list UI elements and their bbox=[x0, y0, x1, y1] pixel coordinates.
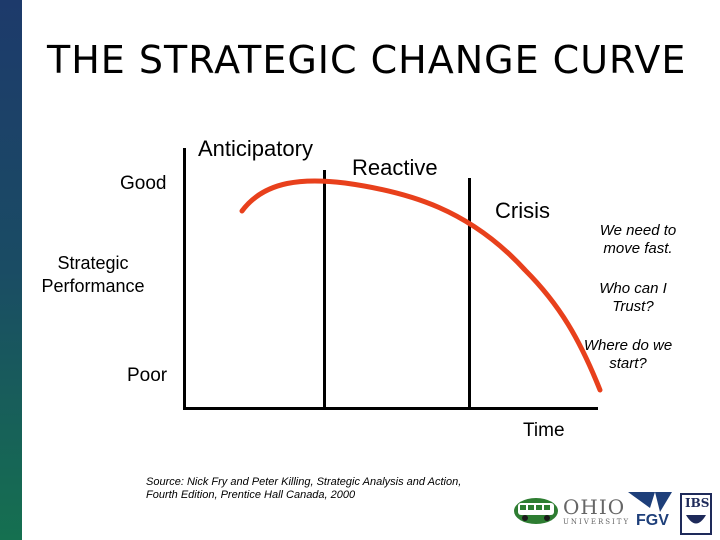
note-where-start: Where do we start? bbox=[573, 337, 683, 373]
note-move-fast-line2: move fast. bbox=[603, 240, 673, 257]
x-axis bbox=[183, 407, 598, 410]
divider-anticipatory-reactive bbox=[323, 170, 326, 408]
source-line2: Fourth Edition, Prentice Hall Canada, 20… bbox=[146, 489, 356, 501]
slide-title: THE STRATEGIC CHANGE CURVE bbox=[47, 38, 687, 82]
note-where-start-line1: Where do we bbox=[583, 337, 673, 354]
ohio-logo-text: OHIO bbox=[563, 495, 626, 519]
y-axis-title: Strategic Performance bbox=[22, 252, 164, 298]
fgv-logo-text: FGV bbox=[636, 512, 669, 529]
note-move-fast-line1: We need to bbox=[599, 222, 677, 239]
fgv-logo bbox=[628, 492, 672, 512]
phase-label-crisis: Crisis bbox=[495, 198, 550, 223]
note-who-trust-line2: Trust? bbox=[612, 298, 654, 315]
y-axis bbox=[183, 148, 186, 410]
source-line1: Source: Nick Fry and Peter Killing, Stra… bbox=[146, 476, 462, 488]
source-citation: Source: Nick Fry and Peter Killing, Stra… bbox=[146, 476, 461, 502]
note-who-trust-line1: Who can I bbox=[599, 280, 667, 297]
note-where-start-line2: start? bbox=[609, 355, 647, 372]
divider-reactive-crisis bbox=[468, 178, 471, 408]
y-low-label: Poor bbox=[127, 365, 168, 386]
performance-curve bbox=[239, 178, 603, 393]
y-high-label: Good bbox=[120, 173, 167, 194]
y-axis-title-line2: Performance bbox=[41, 276, 145, 296]
ibs-logo-text: IBS bbox=[685, 496, 710, 510]
x-axis-title: Time bbox=[523, 420, 565, 441]
note-move-fast: We need to move fast. bbox=[583, 222, 693, 258]
note-who-trust: Who can I Trust? bbox=[578, 280, 688, 316]
y-axis-title-line1: Strategic bbox=[57, 253, 129, 273]
ohio-logo-subtext: UNIVERSITY bbox=[563, 518, 631, 526]
sidebar-accent-bar bbox=[0, 0, 22, 540]
phase-label-anticipatory: Anticipatory bbox=[198, 136, 313, 161]
ibs-logo bbox=[680, 493, 712, 535]
bus-logo bbox=[514, 498, 558, 524]
phase-label-reactive: Reactive bbox=[352, 155, 438, 180]
